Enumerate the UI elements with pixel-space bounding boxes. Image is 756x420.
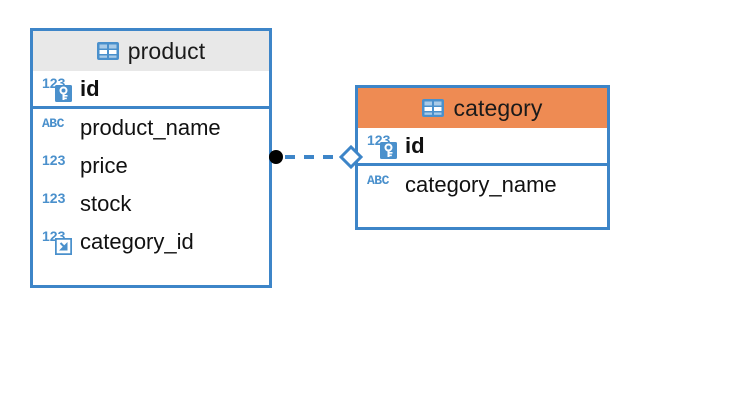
field-row[interactable]: 123 id (358, 128, 607, 166)
primary-key-icon (380, 141, 397, 159)
entity-title-category: category (453, 94, 543, 121)
field-row[interactable]: ABC category_name (358, 166, 607, 204)
entity-title-product: product (127, 37, 206, 64)
field-name: id (405, 132, 425, 158)
foreign-key-icon (55, 238, 72, 255)
number-123-icon: 123 (42, 76, 72, 102)
svg-text:ABC: ABC (367, 173, 390, 186)
text-abc-icon: ABC (42, 115, 72, 141)
svg-text:ABC: ABC (42, 116, 65, 129)
connector-line-group (269, 144, 364, 170)
svg-text:123: 123 (42, 153, 66, 167)
field-row[interactable]: ABC product_name (33, 109, 269, 147)
number-123-icon: 123 (367, 133, 397, 159)
text-abc-icon: ABC (42, 116, 65, 129)
field-name: product_name (80, 115, 221, 140)
number-123-icon: 123 (42, 229, 72, 255)
table-icon (422, 99, 445, 117)
field-name: category_id (80, 229, 194, 254)
field-name: stock (80, 191, 132, 216)
field-row[interactable]: 123 stock (33, 185, 269, 223)
number-123-icon: 123 (42, 153, 72, 179)
field-name: id (80, 75, 100, 101)
field-row[interactable]: 123 category_id (33, 223, 269, 261)
foreign-key-icon (55, 238, 72, 255)
table-icon (96, 42, 119, 60)
number-123-icon: 123 (42, 191, 72, 217)
entity-header-category[interactable]: category (358, 88, 607, 128)
svg-text:123: 123 (42, 191, 66, 205)
text-abc-icon: ABC (367, 172, 397, 198)
field-row[interactable]: 123 id (33, 71, 269, 109)
primary-key-icon (55, 84, 72, 102)
entity-header-product[interactable]: product (33, 31, 269, 71)
relationship-target-marker-open-diamond (338, 144, 364, 170)
text-abc-icon: ABC (367, 173, 390, 186)
field-name: category_name (405, 172, 557, 197)
relationship-connector-product-category[interactable] (262, 143, 366, 171)
number-123-icon: 123 (42, 153, 66, 167)
primary-key-icon (55, 84, 72, 102)
primary-key-icon (380, 141, 397, 159)
field-row[interactable]: 123 price (33, 147, 269, 185)
field-name: price (80, 153, 128, 178)
relationship-source-marker-filled-circle (269, 150, 283, 164)
number-123-icon: 123 (42, 191, 66, 205)
